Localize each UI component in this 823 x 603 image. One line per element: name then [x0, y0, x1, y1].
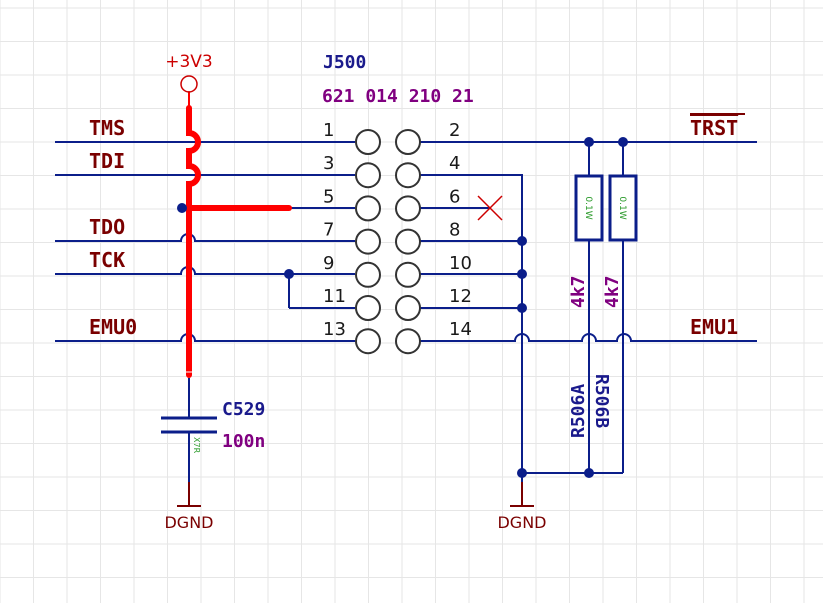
- net-label-trst: TRST: [690, 116, 738, 140]
- connector-pin-circle: [355, 328, 381, 355]
- resistor-reference: R506A: [568, 384, 589, 438]
- resistor-marking: 0.1W: [583, 196, 593, 219]
- connector-pin-circle: [395, 295, 421, 321]
- connector-pin-circle: [395, 228, 421, 255]
- net-label-tdo: TDO: [89, 215, 125, 239]
- junction-dot: [517, 468, 527, 478]
- junction-dot: [177, 203, 187, 213]
- power-label: +3V3: [165, 52, 213, 72]
- pin-number: 7: [323, 220, 334, 241]
- connector-reference: J500: [323, 52, 366, 73]
- pin-number: 1: [323, 120, 334, 141]
- connector-pin-circle: [395, 195, 421, 222]
- capacitor-dielectric: X7R: [192, 437, 201, 454]
- capacitor-reference: C529: [222, 399, 265, 420]
- connector-pin-circle: [395, 129, 421, 155]
- pin-number: 9: [323, 253, 334, 274]
- pin-number: 4: [449, 153, 460, 174]
- ground-icon: [177, 482, 201, 507]
- resistor-r506b-body: [608, 174, 638, 242]
- connector-pin-circle: [355, 261, 381, 288]
- junction-dot: [584, 468, 594, 478]
- junction-dot: [584, 137, 594, 147]
- capacitor-symbol: [161, 416, 217, 434]
- connector-pin-circle: [355, 129, 381, 155]
- pin-number: 11: [323, 286, 346, 307]
- power-rail-wire: [186, 105, 201, 378]
- connector-pin-circle: [395, 162, 421, 189]
- connector-pin-circle: [355, 195, 381, 222]
- pin-number: 13: [323, 319, 346, 340]
- power-circle-icon: [180, 75, 198, 93]
- resistor-marking: 0.1W: [617, 196, 627, 219]
- net-label-tck: TCK: [89, 248, 125, 272]
- no-connect-x-icon: [477, 195, 503, 221]
- connector-pin-circle: [355, 295, 381, 321]
- pin-number: 8: [449, 220, 460, 241]
- connector-pin-circle: [355, 228, 381, 255]
- net-label-tms: TMS: [89, 116, 125, 140]
- wire-pin4: [420, 174, 523, 473]
- connector-pin-circle: [395, 328, 421, 355]
- pin-number: 14: [449, 319, 472, 340]
- pin-number: 12: [449, 286, 472, 307]
- resistor-r506a-body: [574, 174, 604, 242]
- ground-label: DGND: [164, 513, 213, 532]
- junction-dot: [517, 303, 527, 313]
- net-label-emu0: EMU0: [89, 315, 137, 339]
- net-label-emu1: EMU1: [690, 315, 738, 339]
- pin-number: 10: [449, 253, 472, 274]
- connector-pins: [355, 129, 421, 355]
- resistor-value: 4k7: [602, 275, 623, 308]
- net-label-tdi: TDI: [89, 149, 125, 173]
- ground-icon: [510, 482, 534, 507]
- junction-dot: [284, 269, 294, 279]
- resistor-value: 4k7: [568, 275, 589, 308]
- pin-number: 2: [449, 120, 460, 141]
- junctions: [177, 137, 628, 478]
- junction-dot: [517, 236, 527, 246]
- power-rail: [186, 91, 292, 378]
- ground-label: DGND: [497, 513, 546, 532]
- pin-number: 5: [323, 186, 334, 207]
- connector-part-number: 621 014 210 21: [322, 86, 474, 107]
- resistor-reference: R506B: [591, 374, 612, 428]
- pin-number: 6: [449, 186, 460, 207]
- connector-pin-circle: [355, 162, 381, 189]
- junction-dot: [618, 137, 628, 147]
- connector-pin-circle: [395, 261, 421, 288]
- pin-number: 3: [323, 153, 334, 174]
- capacitor-value: 100n: [222, 431, 265, 452]
- junction-dot: [517, 269, 527, 279]
